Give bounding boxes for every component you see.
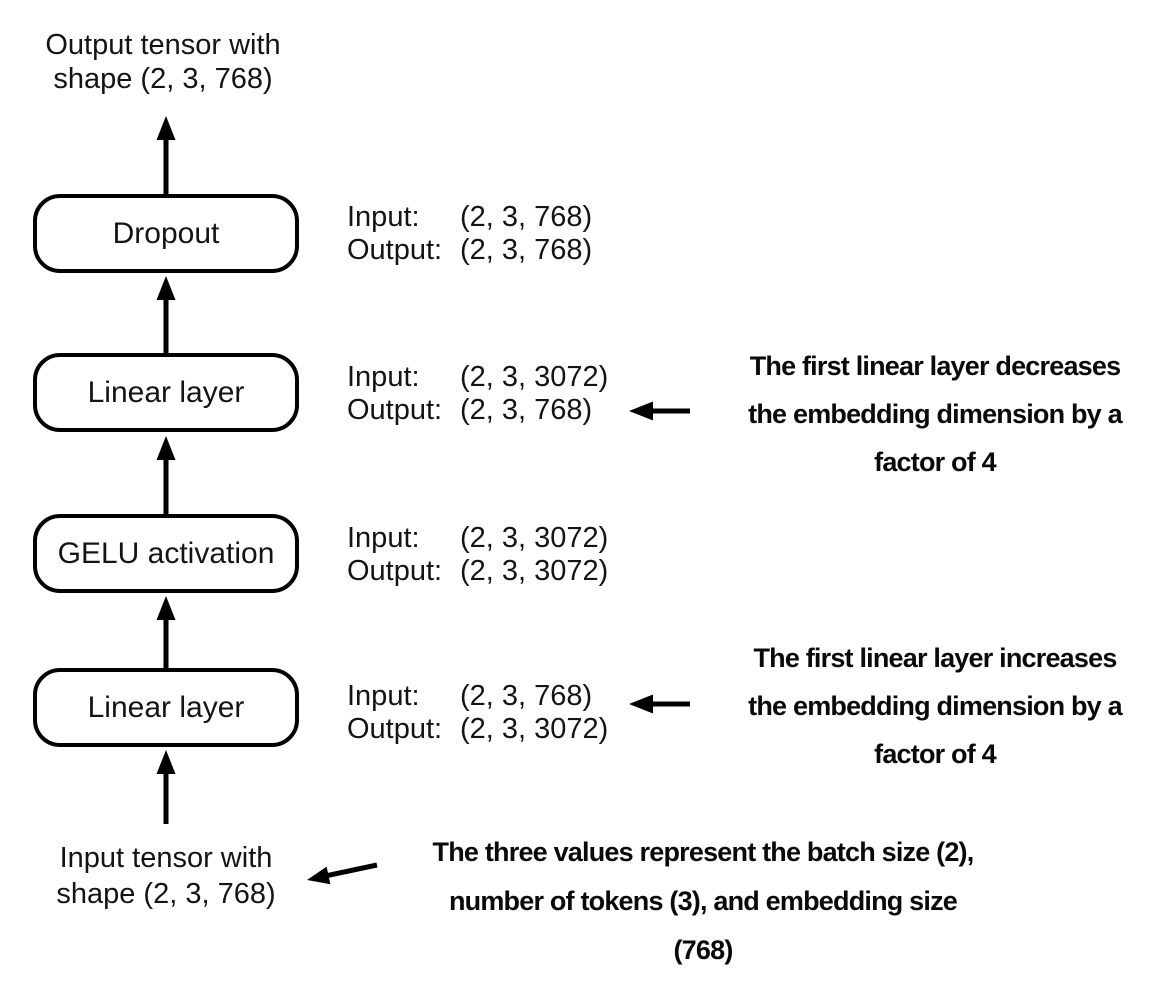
arrow-left-decrease-note	[627, 397, 691, 425]
io-input-value: (2, 3, 768)	[460, 680, 593, 712]
annotation-batch-tokens-embedding: The three values represent the batch siz…	[420, 828, 986, 975]
io-row-output: Output: (2, 3, 768)	[347, 234, 592, 267]
io-row-output: Output: (2, 3, 3072)	[347, 713, 608, 746]
io-output-value: (2, 3, 768)	[460, 394, 593, 426]
annotation-increase-line3: factor of 4	[874, 739, 997, 769]
annotation-batch-line2: number of tokens (3), and embedding size	[448, 886, 958, 916]
io-output-key: Output:	[347, 555, 443, 587]
io-row-output: Output: (2, 3, 3072)	[347, 555, 608, 588]
arrow-left-input-note	[298, 852, 390, 892]
annotation-batch-line3: (768)	[673, 935, 733, 965]
io-output-value: (2, 3, 3072)	[460, 713, 609, 745]
io-shapes-linear-top: Input: (2, 3, 3072) Output: (2, 3, 768)	[347, 361, 608, 427]
output-tensor-label: Output tensor with shape (2, 3, 768)	[13, 28, 313, 96]
io-shapes-linear-bottom: Input: (2, 3, 768) Output: (2, 3, 3072)	[347, 680, 608, 746]
input-tensor-label-line2: shape (2, 3, 768)	[56, 878, 276, 910]
annotation-decrease: The first linear layer decreases the emb…	[705, 342, 1165, 486]
io-input-key: Input:	[347, 522, 420, 554]
annotation-decrease-line3: factor of 4	[874, 447, 997, 477]
io-input-key: Input:	[347, 361, 420, 393]
arrow-up-gelu-to-linear1	[150, 436, 182, 514]
io-input-value: (2, 3, 3072)	[460, 522, 609, 554]
output-tensor-label-line1: Output tensor with	[45, 29, 281, 61]
io-row-input: Input: (2, 3, 768)	[347, 201, 592, 234]
io-output-key: Output:	[347, 713, 443, 745]
io-output-value: (2, 3, 768)	[460, 234, 593, 266]
layer-box-linear-top-label: Linear layer	[87, 375, 245, 409]
layer-box-linear-top: Linear layer	[33, 353, 299, 432]
annotation-increase-line1: The first linear layer increases	[753, 643, 1117, 673]
layer-box-dropout: Dropout	[33, 194, 299, 273]
io-row-input: Input: (2, 3, 3072)	[347, 522, 608, 555]
io-shapes-gelu: Input: (2, 3, 3072) Output: (2, 3, 3072)	[347, 522, 608, 588]
annotation-decrease-line1: The first linear layer decreases	[749, 351, 1121, 381]
io-output-key: Output:	[347, 394, 443, 426]
arrow-left-increase-note	[627, 690, 691, 718]
input-tensor-label-line1: Input tensor with	[59, 842, 273, 874]
io-row-input: Input: (2, 3, 768)	[347, 680, 608, 713]
annotation-decrease-line2: the embedding dimension by a	[748, 399, 1122, 429]
layer-box-gelu-label: GELU activation	[57, 536, 275, 570]
io-input-key: Input:	[347, 201, 420, 233]
annotation-batch-line1: The three values represent the batch siz…	[432, 837, 975, 867]
arrow-up-to-output	[150, 116, 182, 194]
output-tensor-label-line2: shape (2, 3, 768)	[53, 63, 273, 95]
layer-box-dropout-label: Dropout	[112, 216, 220, 250]
annotation-increase: The first linear layer increases the emb…	[705, 634, 1165, 778]
arrow-up-input-to-linear2	[150, 750, 182, 824]
io-input-value: (2, 3, 3072)	[460, 361, 609, 393]
io-shapes-dropout: Input: (2, 3, 768) Output: (2, 3, 768)	[347, 201, 592, 267]
io-output-key: Output:	[347, 234, 443, 266]
io-input-key: Input:	[347, 680, 420, 712]
layer-box-linear-bottom-label: Linear layer	[87, 690, 245, 724]
layer-box-linear-bottom: Linear layer	[33, 668, 299, 747]
io-row-input: Input: (2, 3, 3072)	[347, 361, 608, 394]
layer-box-gelu: GELU activation	[33, 514, 299, 593]
arrow-up-linear1-to-dropout	[150, 276, 182, 354]
annotation-increase-line2: the embedding dimension by a	[748, 691, 1122, 721]
arrow-up-linear2-to-gelu	[150, 596, 182, 668]
input-tensor-label: Input tensor with shape (2, 3, 768)	[16, 840, 316, 912]
io-input-value: (2, 3, 768)	[460, 201, 593, 233]
io-output-value: (2, 3, 3072)	[460, 555, 609, 587]
io-row-output: Output: (2, 3, 768)	[347, 394, 608, 427]
